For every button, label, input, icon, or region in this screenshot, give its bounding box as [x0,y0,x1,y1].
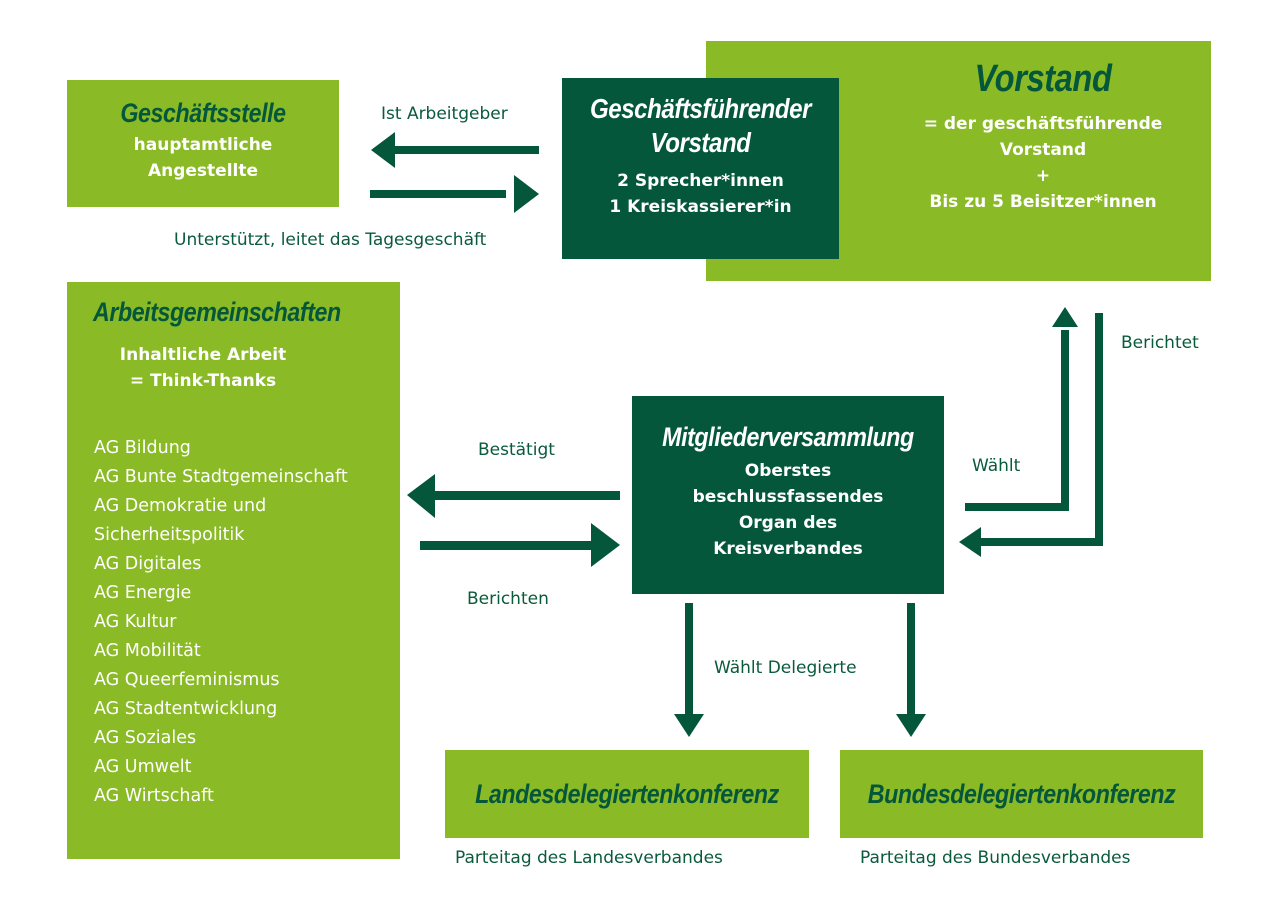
mv-line: Oberstes [744,461,832,481]
arrow-bestaetigt [407,474,620,518]
arrow-shaft [392,146,539,154]
gf-vorstand-title: Geschäftsführender [589,93,812,124]
geschaeftsstelle-line: Angestellte [147,161,259,181]
mv-line: Kreisverbandes [713,539,863,559]
ag-item: AG Mobilität [94,641,201,661]
label-berichtet: Berichtet [1121,333,1199,353]
ag-item: AG Soziales [94,728,197,748]
arrow-berichten [420,523,620,567]
bundes-box: Bundesdelegiertenkonferenz [840,750,1203,838]
ag-title: Arbeitsgemeinschaften [93,297,341,327]
geschaeftsstelle-title: Geschäftsstelle [120,98,286,128]
ag-item: AG Stadtentwicklung [94,699,278,719]
bundes-caption: Parteitag des Bundesverbandes [860,848,1131,868]
gf-vorstand-line: 2 Sprecher*innen [617,171,784,191]
ag-item: AG Energie [94,583,192,603]
label-waehlt-delegierte: Wählt Delegierte [714,658,857,678]
arrow-ist-arbeitgeber [371,132,539,168]
arrowhead [674,714,704,737]
arrow-unterstuetzt [370,175,539,213]
ag-item: AG Bildung [94,438,191,458]
label-waehlt: Wählt [972,456,1021,476]
ag-item: AG Bunte Stadtgemeinschaft [94,467,348,487]
arrowhead [959,527,981,557]
ag-item: AG Queerfeminismus [94,670,280,690]
landes-title: Landesdelegiertenkonferenz [475,779,779,809]
gf-vorstand-box: Geschäftsführender Vorstand 2 Sprecher*i… [562,78,839,259]
arrowhead [591,523,620,567]
label-ist-arbeitgeber: Ist Arbeitgeber [381,104,508,124]
vorstand-line: = der geschäftsführende [923,114,1163,134]
arrow-shaft [1095,313,1103,546]
bundes-title: Bundesdelegiertenkonferenz [867,779,1176,809]
label-bestaetigt: Bestätigt [478,440,555,460]
arrow-shaft [1061,330,1069,511]
arrowhead [407,474,435,518]
arrow-shaft [432,491,620,500]
arrow-waehlt [965,307,1078,511]
landes-caption: Parteitag des Landesverbandes [455,848,723,868]
landes-box: Landesdelegiertenkonferenz [445,750,809,838]
arrow-shaft [980,538,1103,546]
arrow-to-landes [674,603,704,737]
mv-line: beschlussfassendes [692,487,884,507]
vorstand-title: Vorstand [974,58,1112,100]
arrow-shaft [907,603,915,718]
gf-vorstand-title: Vorstand [650,127,751,158]
arrow-shaft [420,541,596,550]
arrow-shaft [685,603,693,718]
label-berichten: Berichten [467,589,549,609]
vorstand-line: Vorstand [999,140,1087,160]
geschaeftsstelle-line: hauptamtliche [133,135,273,155]
vorstand-line: Bis zu 5 Beisitzer*innen [929,192,1157,212]
ag-item: Sicherheitspolitik [94,525,245,545]
geschaeftsstelle-box: Geschäftsstelle hauptamtliche Angestellt… [67,80,339,207]
gf-vorstand-line: 1 Kreiskassierer*in [609,197,792,217]
arbeitsgemeinschaften-box: Arbeitsgemeinschaften Inhaltliche Arbeit… [67,282,400,859]
mitgliederversammlung-box: Mitgliederversammlung Oberstes beschluss… [632,396,944,594]
arrowhead [1052,307,1078,327]
arrowhead [371,132,395,168]
mv-title: Mitgliederversammlung [662,422,914,452]
arrowhead [514,175,539,213]
ag-item: AG Kultur [94,612,177,632]
label-unterstuetzt: Unterstützt, leitet das Tagesgeschäft [174,230,487,250]
arrowhead [896,714,926,737]
ag-subtitle: = Think-Thanks [129,371,277,391]
arrow-to-bundes [896,603,926,737]
vorstand-line: + [1035,166,1051,186]
ag-item: AG Umwelt [94,757,192,777]
arrow-shaft [965,503,1068,511]
ag-item: AG Wirtschaft [94,786,214,806]
ag-item: AG Digitales [94,554,202,574]
mv-line: Organ des [738,513,838,533]
ag-subtitle: Inhaltliche Arbeit [119,345,287,365]
ag-item: AG Demokratie und [94,496,267,516]
arrow-shaft [370,190,506,198]
arrow-berichtet [959,313,1103,557]
